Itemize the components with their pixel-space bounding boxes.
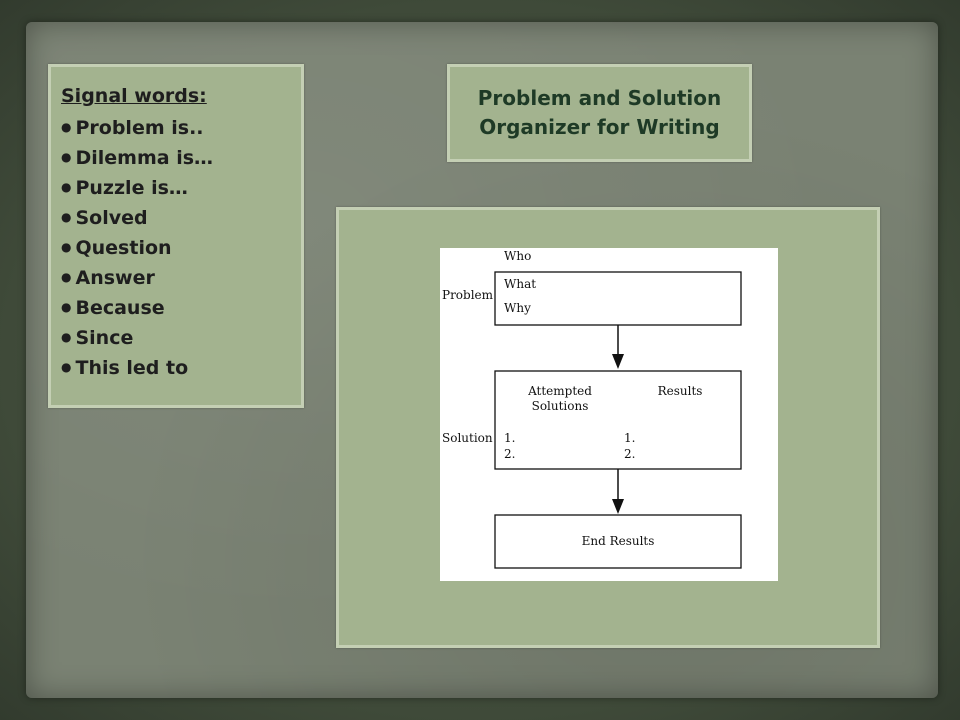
signal-word-item: ●Because	[61, 293, 301, 323]
end-results-label: End Results	[582, 534, 655, 548]
signal-word-text: Puzzle is…	[75, 177, 188, 199]
end-results-box	[494, 514, 742, 569]
bullet-icon: ●	[61, 150, 72, 164]
signal-word-text: Because	[75, 297, 165, 319]
signal-word-item: ●Question	[61, 233, 301, 263]
signal-word-text: Answer	[75, 267, 155, 289]
attempted-label-line-1: Attempted	[527, 384, 592, 398]
why-label: Why	[504, 301, 531, 315]
what-label: What	[504, 277, 536, 291]
solution-item-1: 1.	[504, 431, 515, 445]
who-label: Who	[504, 249, 531, 263]
results-label: Results	[658, 384, 703, 398]
result-item-1: 1.	[624, 431, 635, 445]
signal-word-item: ●Answer	[61, 263, 301, 293]
bullet-icon: ●	[61, 300, 72, 314]
attempted-label-line-2: Solutions	[532, 399, 589, 413]
signal-word-item: ●Solved	[61, 203, 301, 233]
problem-solution-diagram: Who What Why Problem Attempted Solutions…	[440, 248, 778, 581]
arrow-1-head	[612, 354, 624, 369]
signal-word-text: Dilemma is…	[75, 147, 214, 169]
diagram-svg: Who What Why Problem Attempted Solutions…	[442, 249, 742, 569]
signal-words-heading: Signal words:	[61, 85, 207, 107]
arrow-2-head	[612, 499, 624, 514]
signal-word-item: ●This led to	[61, 353, 301, 383]
title-panel: Problem and Solution Organizer for Writi…	[447, 64, 752, 162]
bullet-icon: ●	[61, 240, 72, 254]
bullet-icon: ●	[61, 330, 72, 344]
signal-word-text: Since	[75, 327, 134, 349]
signal-word-text: Problem is..	[75, 117, 204, 139]
page-title: Problem and Solution Organizer for Writi…	[478, 84, 721, 142]
signal-word-text: Question	[75, 237, 172, 259]
signal-word-text: Solved	[75, 207, 148, 229]
bullet-icon: ●	[61, 120, 72, 134]
signal-word-item: ●Puzzle is…	[61, 173, 301, 203]
signal-words-list: ●Problem is.. ●Dilemma is… ●Puzzle is… ●…	[61, 113, 301, 383]
title-line-2: Organizer for Writing	[479, 115, 720, 139]
solution-label: Solution	[442, 431, 493, 445]
bullet-icon: ●	[61, 210, 72, 224]
bullet-icon: ●	[61, 360, 72, 374]
signal-word-text: This led to	[75, 357, 189, 379]
solution-item-2: 2.	[504, 447, 515, 461]
bullet-icon: ●	[61, 180, 72, 194]
title-line-1: Problem and Solution	[477, 86, 722, 110]
signal-word-item: ●Problem is..	[61, 113, 301, 143]
result-item-2: 2.	[624, 447, 635, 461]
signal-word-item: ●Since	[61, 323, 301, 353]
problem-label: Problem	[442, 288, 494, 302]
signal-words-panel: Signal words: ●Problem is.. ●Dilemma is……	[48, 64, 304, 408]
signal-word-item: ●Dilemma is…	[61, 143, 301, 173]
bullet-icon: ●	[61, 270, 72, 284]
